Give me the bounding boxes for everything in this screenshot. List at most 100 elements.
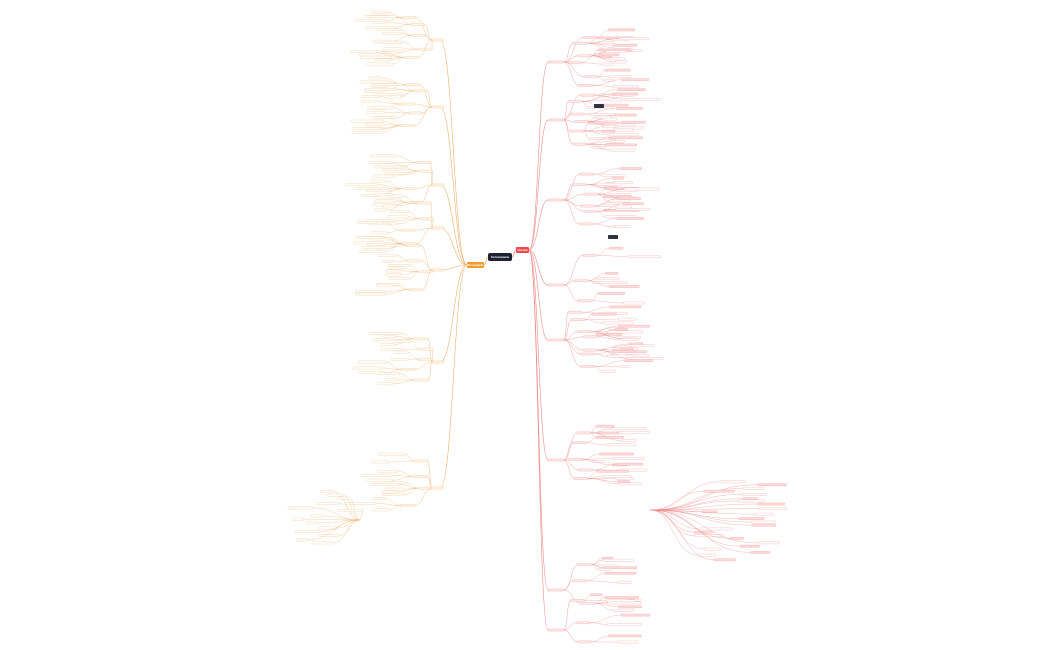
right-subcategory-node[interactable] [583, 335, 598, 339]
left-leaf-node[interactable] [352, 366, 382, 370]
left-leaf-node[interactable] [388, 95, 402, 99]
right-subcategory-node[interactable] [582, 254, 597, 257]
right-leaf-node[interactable] [604, 572, 637, 575]
right-leaf-node[interactable] [620, 347, 634, 351]
right-leaf-node[interactable] [617, 197, 641, 200]
left-leaf-node[interactable] [360, 100, 376, 103]
right-leaf-node[interactable] [608, 57, 625, 61]
right-leaf-node[interactable] [596, 277, 619, 280]
right-leaf-node[interactable] [617, 640, 639, 644]
left-leaf-node[interactable] [292, 517, 304, 521]
left-leaf-node[interactable] [365, 122, 384, 126]
left-leaf-node[interactable] [369, 15, 397, 18]
left-category-node[interactable] [431, 105, 445, 109]
left-leaf-node[interactable] [373, 174, 394, 178]
right-leaf-node[interactable] [612, 457, 644, 460]
right-category-node[interactable] [547, 338, 565, 342]
left-leaf-node[interactable] [378, 254, 397, 257]
right-subcategory-node[interactable] [584, 75, 599, 78]
left-leaf-node[interactable] [306, 521, 318, 525]
right-leaf-node[interactable] [694, 534, 724, 537]
left-subcategory-node[interactable] [400, 102, 415, 106]
right-leaf-node[interactable] [618, 605, 642, 609]
right-subcategory-node[interactable] [580, 204, 596, 208]
branch-node-left[interactable]: Интерфейс [467, 262, 484, 268]
left-leaf-node[interactable] [379, 372, 400, 375]
left-leaf-node[interactable] [319, 534, 340, 537]
right-leaf-node[interactable] [742, 497, 758, 500]
right-leaf-node[interactable] [738, 499, 765, 503]
right-category-node[interactable] [547, 118, 565, 122]
left-leaf-node[interactable] [311, 541, 334, 545]
left-leaf-node[interactable] [368, 76, 382, 80]
left-subcategory-node[interactable] [416, 161, 431, 164]
right-leaf-node[interactable] [626, 344, 655, 347]
left-leaf-node[interactable] [393, 340, 412, 343]
right-category-node[interactable] [547, 458, 565, 462]
right-leaf-node[interactable] [608, 136, 643, 140]
right-subcategory-node[interactable] [568, 61, 583, 64]
left-leaf-node[interactable] [369, 161, 392, 164]
right-leaf-node[interactable] [607, 623, 643, 626]
right-leaf-node[interactable] [612, 608, 634, 612]
right-leaf-node[interactable] [608, 133, 639, 136]
right-leaf-node[interactable] [594, 53, 619, 57]
right-leaf-node[interactable] [615, 477, 634, 480]
right-leaf-node[interactable] [597, 568, 611, 571]
right-subcategory-node[interactable] [579, 172, 594, 176]
right-leaf-node[interactable] [738, 517, 765, 520]
right-leaf-node[interactable] [605, 68, 631, 72]
left-leaf-node[interactable] [320, 490, 334, 494]
left-subcategory-node[interactable] [409, 23, 425, 26]
right-leaf-node[interactable] [601, 173, 626, 177]
left-leaf-node[interactable] [370, 154, 396, 158]
right-leaf-node[interactable] [627, 357, 664, 360]
right-leaf-node[interactable] [624, 359, 653, 362]
left-leaf-node[interactable] [369, 332, 402, 335]
left-subcategory-node[interactable] [400, 504, 415, 507]
right-subcategory-node[interactable] [577, 563, 592, 566]
right-leaf-node[interactable] [628, 255, 661, 258]
right-leaf-node[interactable] [621, 78, 649, 81]
right-leaf-node[interactable] [750, 551, 771, 554]
left-leaf-node[interactable] [377, 116, 391, 119]
left-leaf-node[interactable] [367, 106, 394, 110]
left-subcategory-node[interactable] [408, 111, 423, 115]
left-category-node[interactable] [431, 486, 445, 490]
right-leaf-node[interactable] [618, 317, 637, 321]
right-leaf-node[interactable] [697, 553, 716, 557]
left-subcategory-node[interactable] [417, 358, 432, 361]
right-leaf-node[interactable] [599, 452, 634, 456]
right-subcategory-node[interactable] [579, 222, 594, 226]
right-leaf-node[interactable] [612, 176, 624, 180]
right-leaf-node[interactable] [757, 483, 787, 486]
left-leaf-node[interactable] [383, 204, 397, 208]
left-leaf-node[interactable] [355, 292, 387, 296]
left-leaf-node[interactable] [319, 526, 338, 530]
right-leaf-node[interactable] [596, 469, 629, 473]
right-subcategory-node[interactable] [568, 311, 583, 314]
left-leaf-node[interactable] [382, 260, 395, 263]
right-subcategory-node[interactable] [568, 100, 583, 103]
right-subcategory-node[interactable] [572, 41, 587, 45]
left-leaf-node[interactable] [356, 187, 389, 190]
left-subcategory-node[interactable] [414, 378, 429, 382]
left-leaf-node[interactable] [387, 194, 404, 198]
right-leaf-node[interactable] [613, 46, 631, 49]
right-leaf-node[interactable] [591, 312, 617, 316]
right-leaf-node[interactable] [596, 183, 622, 186]
left-subcategory-node[interactable] [410, 34, 426, 37]
left-leaf-node[interactable] [310, 514, 324, 518]
right-leaf-node[interactable] [593, 281, 628, 284]
right-leaf-node[interactable] [608, 75, 631, 78]
left-leaf-node[interactable] [366, 111, 385, 114]
right-leaf-node[interactable] [601, 130, 616, 133]
right-leaf-node[interactable] [619, 167, 642, 170]
right-subcategory-node[interactable] [578, 84, 594, 87]
right-leaf-node[interactable] [751, 523, 777, 527]
right-subcategory-node[interactable] [577, 299, 593, 303]
right-leaf-node[interactable] [596, 333, 623, 336]
left-leaf-node[interactable] [355, 19, 387, 22]
left-leaf-node[interactable] [366, 62, 393, 66]
left-leaf-node[interactable] [390, 210, 409, 213]
